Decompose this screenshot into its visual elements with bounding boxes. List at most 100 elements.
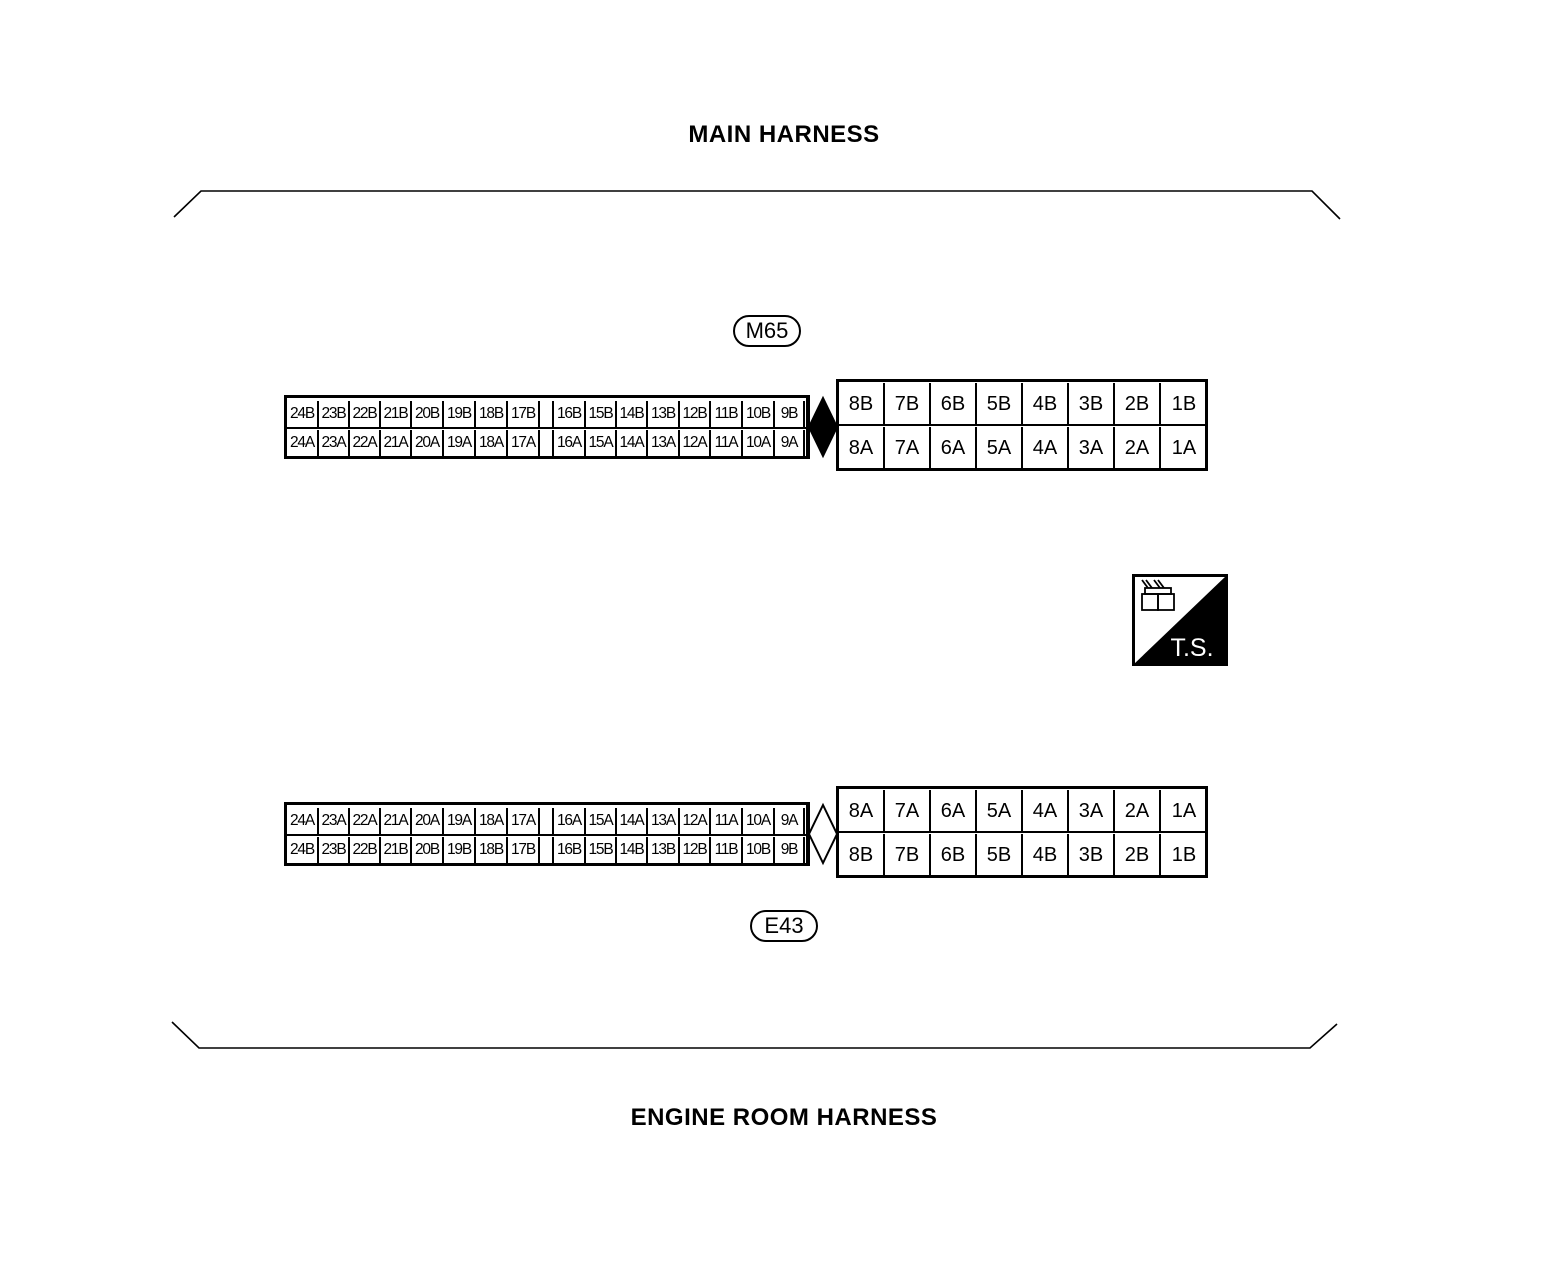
terminal-cell: 7B (885, 834, 931, 876)
terminal-cell: 14B (617, 401, 648, 427)
terminal-cell: 2B (1115, 834, 1161, 876)
terminal-spacer (540, 430, 554, 456)
terminal-cell: 4B (1023, 383, 1069, 425)
terminal-cell: 10B (743, 837, 775, 863)
terminal-cell: 24B (287, 837, 319, 863)
terminal-spacer (540, 837, 554, 863)
terminal-cell: 9A (775, 430, 805, 456)
terminal-cell: 3A (1069, 790, 1115, 832)
terminal-cell: 3B (1069, 383, 1115, 425)
terminal-cell: 15B (586, 837, 617, 863)
terminal-cell: 7B (885, 383, 931, 425)
ts-label: T.S. (1170, 634, 1213, 662)
terminal-cell: 3A (1069, 427, 1115, 469)
connector-icon (1141, 579, 1175, 611)
terminal-cell: 6B (931, 834, 977, 876)
row-divider (287, 834, 807, 836)
terminal-cell: 19A (444, 808, 476, 834)
terminal-cell: 12B (680, 837, 711, 863)
terminal-cell: 11A (711, 808, 743, 834)
terminal-cell: 16A (554, 430, 586, 456)
terminal-cell: 19B (444, 401, 476, 427)
terminal-cell: 15B (586, 401, 617, 427)
terminal-cell: 8A (839, 790, 885, 832)
terminal-cell: 19B (444, 837, 476, 863)
terminal-cell: 8B (839, 834, 885, 876)
terminal-cell: 2A (1115, 790, 1161, 832)
terminal-cell: 24B (287, 401, 319, 427)
terminal-cell: 23B (319, 837, 350, 863)
terminal-cell: 22A (350, 808, 381, 834)
terminal-cell: 3B (1069, 834, 1115, 876)
terminal-cell: 21A (381, 808, 412, 834)
terminal-cell: 13A (648, 808, 680, 834)
row-divider (839, 424, 1205, 426)
terminal-cell: 5A (977, 427, 1023, 469)
terminal-cell: 16A (554, 808, 586, 834)
terminal-cell: 8B (839, 383, 885, 425)
bottom-bracket (171, 1021, 1338, 1049)
polarity-guide-icon (806, 395, 839, 459)
terminal-cell: 9B (775, 837, 805, 863)
terminal-cell: 11A (711, 430, 743, 456)
terminal-cell: 4B (1023, 834, 1069, 876)
terminal-cell: 17B (508, 401, 540, 427)
terminal-cell: 2B (1115, 383, 1161, 425)
terminal-cell: 21B (381, 837, 412, 863)
terminal-cell: 13B (648, 401, 680, 427)
terminal-cell: 18A (476, 430, 508, 456)
ts-connector-icon: T.S. (1132, 574, 1228, 666)
terminal-spacer (540, 401, 554, 427)
terminal-cell: 23A (319, 808, 350, 834)
terminal-cell: 19A (444, 430, 476, 456)
terminal-cell: 10B (743, 401, 775, 427)
terminal-spacer (540, 808, 554, 834)
terminal-cell: 21A (381, 430, 412, 456)
terminal-cell: 18B (476, 401, 508, 427)
terminal-cell: 14A (617, 808, 648, 834)
terminal-cell: 23B (319, 401, 350, 427)
row-divider (839, 831, 1205, 833)
terminal-cell: 17A (508, 430, 540, 456)
terminal-cell: 17B (508, 837, 540, 863)
connector-id-e43: E43 (750, 910, 818, 942)
terminal-cell: 10A (743, 808, 775, 834)
terminal-cell: 4A (1023, 790, 1069, 832)
terminal-cell: 15A (586, 808, 617, 834)
terminal-cell: 20A (412, 808, 444, 834)
terminal-cell: 22B (350, 837, 381, 863)
terminal-cell: 13A (648, 430, 680, 456)
terminal-cell: 17A (508, 808, 540, 834)
terminal-cell: 6A (931, 790, 977, 832)
terminal-cell: 4A (1023, 427, 1069, 469)
terminal-cell: 20A (412, 430, 444, 456)
terminal-cell: 22B (350, 401, 381, 427)
terminal-cell: 9A (775, 808, 805, 834)
terminal-cell: 7A (885, 790, 931, 832)
terminal-cell: 23A (319, 430, 350, 456)
terminal-cell: 1A (1171, 437, 1197, 459)
main-harness-title: MAIN HARNESS (688, 121, 880, 148)
terminal-cell: 16B (554, 837, 586, 863)
terminal-cell: 5A (977, 790, 1023, 832)
connector-id-m65: M65 (733, 315, 801, 347)
terminal-cell: 12B (680, 401, 711, 427)
terminal-cell: 6A (931, 427, 977, 469)
terminal-cell: 1B (1171, 393, 1197, 415)
terminal-cell: 7A (885, 427, 931, 469)
terminal-cell: 20B (412, 837, 444, 863)
terminal-cell: 11B (711, 837, 743, 863)
row-divider (287, 427, 807, 429)
terminal-cell: 12A (680, 430, 711, 456)
